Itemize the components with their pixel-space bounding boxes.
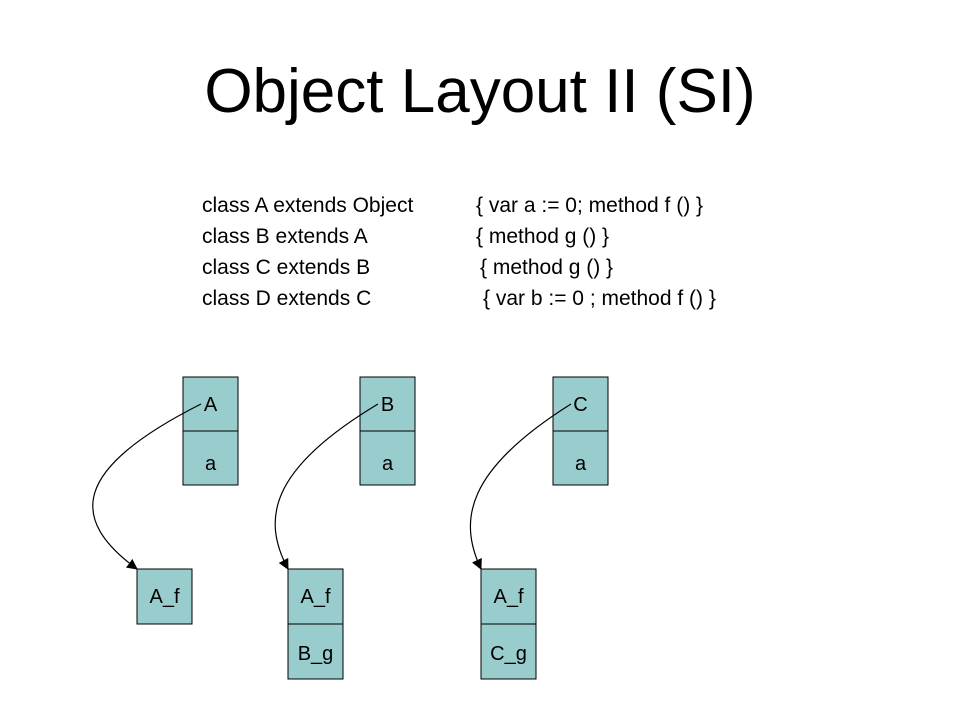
vtable-pointer-arrow-a <box>92 403 202 570</box>
vtable-a-box <box>136 568 193 625</box>
slide-title: Object Layout II (SI) <box>204 57 756 126</box>
vtable-b-entry: A_f <box>300 586 330 608</box>
object-b-field: a <box>382 453 394 475</box>
object-b: B a <box>359 376 416 486</box>
class-body: { method g () } <box>476 225 610 248</box>
vtable-b: A_f B_g <box>287 568 344 680</box>
object-c-header: C <box>573 394 587 416</box>
code-line-b: class B extends A { method g () } <box>202 221 609 252</box>
class-declaration: class B extends A <box>202 225 368 248</box>
vtable-a: A_f <box>136 568 193 625</box>
class-declaration: class A extends Object <box>202 194 414 217</box>
class-declaration: class C extends B <box>202 256 371 279</box>
code-line-c: class C extends B { method g () } <box>202 252 613 283</box>
code-line-a: class A extends Object { var a := 0; met… <box>202 190 703 221</box>
vtable-pointer-arrow-c <box>469 403 572 570</box>
vtable-a-entry: A_f <box>149 586 179 608</box>
class-body: { method g () } <box>480 256 614 279</box>
vtable-c-entry: C_g <box>490 643 527 665</box>
vtable-c: A_f C_g <box>480 568 537 680</box>
vtable-b-entry: B_g <box>298 643 334 665</box>
object-a: A a <box>182 376 239 486</box>
object-a-field: a <box>205 453 217 475</box>
class-body: { var a := 0; method f () } <box>476 194 704 217</box>
object-a-header: A <box>204 394 218 416</box>
class-declaration: class D extends C <box>202 287 372 310</box>
vtable-c-entry: A_f <box>493 586 523 608</box>
class-body: { var b := 0 ; method f () } <box>483 287 716 310</box>
object-c-field: a <box>575 453 587 475</box>
code-block: class A extends Object { var a := 0; met… <box>202 190 716 314</box>
vtable-pointer-arrow-b <box>274 403 379 570</box>
object-b-header: B <box>381 394 394 416</box>
object-c: C a <box>552 376 609 486</box>
code-line-d: class D extends C { var b := 0 ; method … <box>202 283 716 314</box>
